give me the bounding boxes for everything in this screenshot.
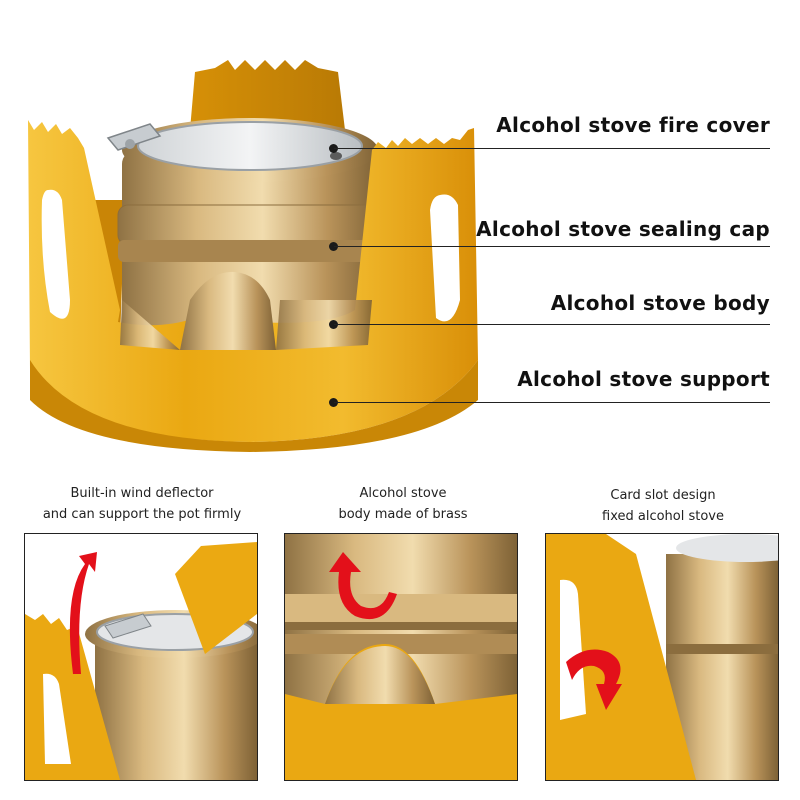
detail-panel-brass-body xyxy=(284,533,518,781)
callout-label-fire-cover: Alcohol stove fire cover xyxy=(496,113,770,137)
feature-caption-brass-body: Alcohol stove body made of brass xyxy=(285,483,521,525)
callout-dot-fire-cover xyxy=(329,144,338,153)
callout-leader-sealing-cap xyxy=(334,246,770,247)
stove-hero-illustration xyxy=(28,60,478,452)
feature-caption-line: Built-in wind deflector xyxy=(70,486,214,501)
feature-caption-wind-deflector: Built-in wind deflector and can support … xyxy=(24,483,260,525)
detail-panel-wind-deflector xyxy=(24,533,258,781)
feature-caption-line: Card slot design xyxy=(610,488,716,503)
feature-caption-card-slot: Card slot design fixed alcohol stove xyxy=(545,485,781,527)
feature-caption-line: Alcohol stove xyxy=(359,486,447,501)
callout-label-support: Alcohol stove support xyxy=(517,367,770,391)
feature-caption-line: fixed alcohol stove xyxy=(602,509,724,524)
callout-label-sealing-cap: Alcohol stove sealing cap xyxy=(476,217,770,241)
callout-dot-support xyxy=(329,398,338,407)
detail-panel-card-slot xyxy=(545,533,779,781)
callout-leader-stove-body xyxy=(334,324,770,325)
feature-caption-line: and can support the pot firmly xyxy=(42,507,242,522)
callout-dot-stove-body xyxy=(329,320,338,329)
feature-caption-line: body made of brass xyxy=(338,507,468,522)
callout-dot-sealing-cap xyxy=(329,242,338,251)
callout-label-stove-body: Alcohol stove body xyxy=(550,291,770,315)
callout-leader-fire-cover xyxy=(334,148,770,149)
callout-leader-support xyxy=(334,402,770,403)
